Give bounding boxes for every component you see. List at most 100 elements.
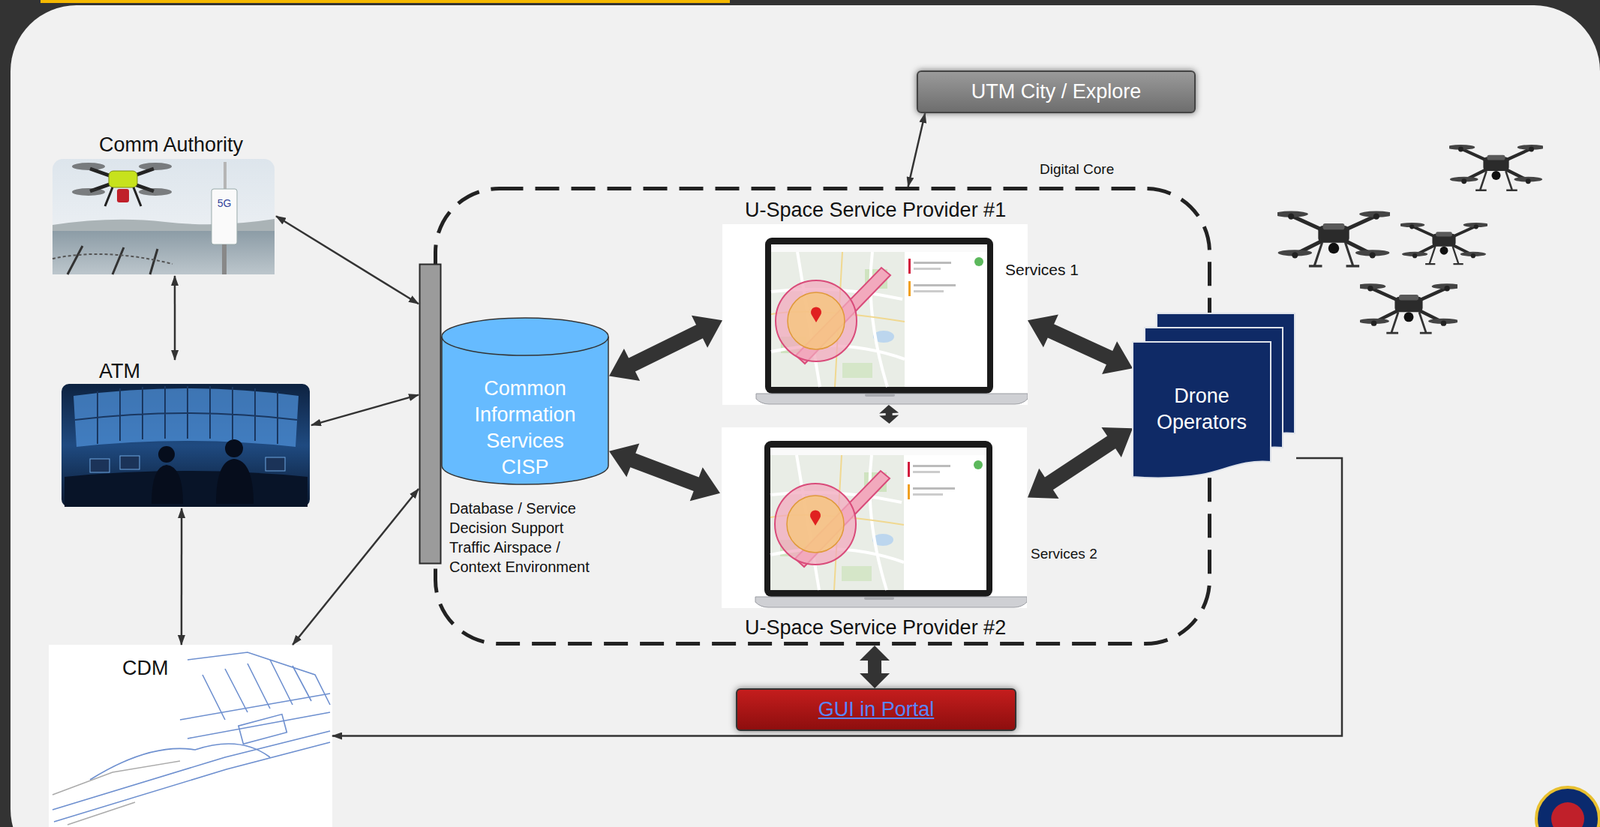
grey-button-box: UTM City / Explore [916,70,1196,114]
comm-authority-photo [52,254,173,265]
node-text-wrap: Drone Operators [1132,383,1271,436]
atm-control-room-photo [64,471,308,508]
node-text: Database / Service Decision Support Traf… [449,498,600,577]
company-logo [1551,802,1585,827]
antenna-marking-wrap: 5G [211,196,238,211]
photo-node: ATM [60,360,312,509]
service-provider: U-Space Service Provider #1 [722,198,1028,406]
atm-control-room-photo [61,384,310,508]
atm-control-room-photo [120,456,140,470]
node-text-wrap: Digital Core [1039,161,1138,178]
comm-authority-photo [108,171,138,188]
service-label: Services 1 [1005,261,1079,280]
comm-authority-photo [117,189,130,203]
atm-control-room-photo [158,446,175,463]
comm-authority-photo [138,162,172,171]
antenna-marking: 5G [217,197,232,210]
comm-authority-photo [52,231,275,275]
node-text: U-Space Service Provider #1 [744,198,1006,223]
comm-authority-photo [72,162,106,171]
thin-arrow [180,508,184,646]
node-text: Drone Operators [1132,383,1271,436]
comm-authority-photo [223,162,227,191]
node-text: U-Space Service Provider #2 [744,616,1006,640]
node-text-wrap: U-Space Service Provider #1 [744,198,1028,223]
document-stack: Drone Operators [1132,313,1297,481]
comm-authority-photo [67,246,158,275]
comm-authority-photo [72,188,106,196]
node-text: Comm Authority [99,133,244,157]
node-text-wrap: GUI in Portal [737,698,1015,722]
comm-authority-photo [138,188,172,196]
comm-authority-photo [52,159,275,275]
block-arrow [609,315,723,382]
drone-pictures [1273,144,1546,334]
document-stack [1132,342,1271,478]
comm-authority-photo [52,219,275,233]
service-label-wrap: Services 2 [1030,546,1121,563]
comm-authority-photo [52,159,275,275]
database-cylinder [441,336,609,485]
service-provider: U-Space Service Provider #2 [720,423,1028,642]
database-cylinder [420,264,442,565]
red-portal-button: GUI in Portal [735,688,1017,732]
thin-arrow [908,113,926,187]
dashed-region: Digital CoreCommon Information Services … [433,186,1212,646]
ussp-laptop-screens [721,224,1028,609]
cdm-airport-plan [48,645,333,827]
atm-control-room-photo [216,459,254,505]
node-text-wrap: CDM [122,657,235,681]
thin-arrow [332,458,1342,736]
thin-arrow [276,216,419,304]
node-text-wrap: Comm Authority [99,133,277,157]
cdm-airport-plan [54,742,331,823]
service-label: Services 2 [1030,546,1098,563]
ussp-laptop-screens [722,224,1028,406]
dashed-region [435,189,1210,645]
atm-control-room-photo [225,439,244,458]
background-illustration [40,0,730,4]
comm-authority-photo [105,187,142,207]
cdm-airport-plan [202,660,312,721]
node-text: Digital Core [1039,161,1114,178]
node-text: GUI in Portal [818,698,935,722]
thin-arrow [174,276,177,361]
cdm-airport-plan [52,652,331,823]
node-text: CDM [122,657,169,681]
database-cylinder [441,318,609,356]
photo-node: CDM [48,645,333,827]
block-arrow [879,405,899,424]
node-text-wrap: ATM [99,360,250,384]
cdm-airport-plan [52,761,181,826]
node-text-wrap: Common Information Services CISP [469,375,581,481]
atm-control-room-photo [90,459,110,473]
photo-node: Comm Authority [51,133,277,277]
drone-pictures [1446,144,1546,191]
background-illustration [10,5,1600,827]
atm-control-room-photo [61,384,310,508]
node-text-wrap: U-Space Service Provider #2 [744,616,1028,640]
comm-authority-photo [211,189,238,245]
ussp-laptop-screens [721,427,1027,609]
atm-control-room-photo [75,386,298,445]
node-text: ATM [99,360,141,384]
thin-arrow [292,489,419,646]
drone-pictures [1398,222,1489,265]
node-text: Common Information Services CISP [469,375,581,481]
node-text-wrap: Database / Service Decision Support Traf… [449,498,600,577]
cdm-airport-plan [48,645,333,827]
atm-control-room-photo [73,388,299,448]
thin-arrow [311,395,419,427]
cdm-airport-plan [238,714,287,745]
atm-control-room-photo [151,465,184,505]
drone-pictures [1355,283,1463,334]
database-cylinder: Common Information Services CISP Database… [418,263,610,577]
block-arrow [859,645,890,689]
cdm-airport-plan [90,744,271,781]
cdm-airport-plan [180,693,331,739]
company-logo [1536,787,1600,827]
comm-authority-photo [222,244,227,275]
drone-pictures [1273,210,1393,266]
block-arrow [1027,315,1133,375]
